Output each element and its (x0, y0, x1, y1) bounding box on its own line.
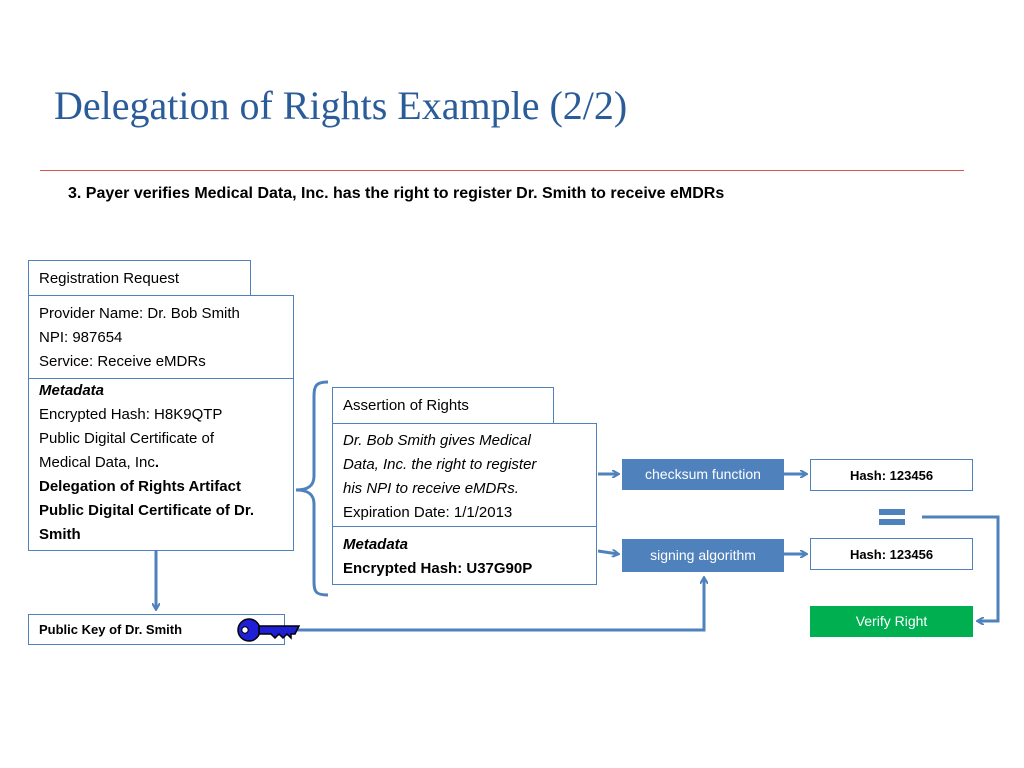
grouping-brace (295, 380, 329, 597)
statement-line-1: Dr. Bob Smith gives Medical (343, 432, 531, 449)
artifact-line-2: Public Digital Certificate of Dr. (39, 502, 255, 519)
assertion-metadata-panel: Metadata Encrypted Hash: U37G90P (332, 526, 597, 585)
key-icon (237, 618, 301, 642)
slide-title: Delegation of Rights Example (2/2) (54, 83, 628, 128)
expiration-date: Expiration Date: 1/1/2013 (343, 504, 513, 521)
hash-result-top: Hash: 123456 (810, 459, 973, 491)
provider-name: Provider Name: Dr. Bob Smith (39, 305, 240, 322)
signing-algorithm-box: signing algorithm (622, 539, 784, 572)
arrow-key-to-signing (286, 578, 704, 632)
equals-icon (879, 509, 905, 525)
title-divider (40, 170, 964, 171)
registration-metadata-panel: Metadata Encrypted Hash: H8K9QTP Public … (28, 378, 294, 551)
metadata-label: Metadata (39, 382, 105, 399)
verify-right-box: Verify Right (810, 606, 973, 637)
certificate-line-1: Public Digital Certificate of (39, 430, 215, 447)
certificate-line-2: Medical Data, Inc. (39, 454, 160, 471)
registration-provider-panel: Provider Name: Dr. Bob Smith NPI: 987654… (28, 295, 294, 379)
registration-header: Registration Request (28, 260, 251, 296)
public-key-box: Public Key of Dr. Smith (28, 614, 301, 645)
arrow-equals-to-verify (922, 515, 1000, 621)
provider-service: Service: Receive eMDRs (39, 353, 206, 370)
arrow-to-signing (597, 551, 618, 554)
slide-subtitle: 3. Payer verifies Medical Data, Inc. has… (68, 185, 725, 202)
encrypted-hash: Encrypted Hash: H8K9QTP (39, 406, 223, 423)
provider-npi: NPI: 987654 (39, 329, 123, 346)
artifact-line-3: Smith (39, 526, 81, 543)
hash-result-bottom: Hash: 123456 (810, 538, 973, 570)
assertion-statement-panel: Dr. Bob Smith gives Medical Data, Inc. t… (332, 423, 597, 527)
checksum-function-box: checksum function (622, 459, 784, 490)
statement-line-3: his NPI to receive eMDRs. (343, 480, 519, 497)
assertion-header: Assertion of Rights (332, 387, 554, 424)
assertion-encrypted-hash: Encrypted Hash: U37G90P (343, 560, 533, 577)
artifact-line-1: Delegation of Rights Artifact (39, 478, 241, 495)
assertion-metadata-label: Metadata (343, 536, 409, 553)
statement-line-2: Data, Inc. the right to register (343, 456, 537, 473)
